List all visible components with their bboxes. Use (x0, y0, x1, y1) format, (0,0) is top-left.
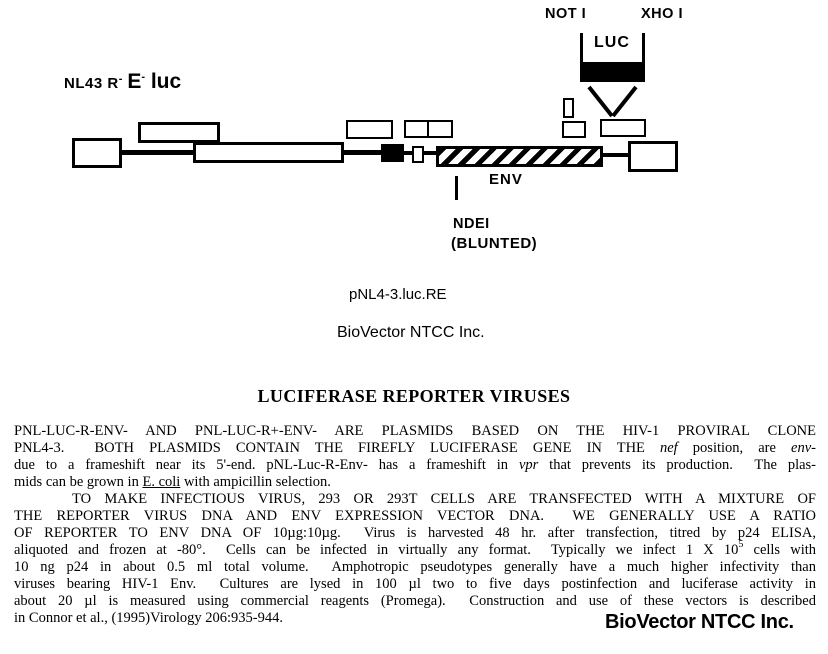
body-text-segment: 10 ng p24 in about 0.5 ml total volume. … (14, 559, 816, 575)
body-text-segment: env (791, 440, 812, 456)
luc-insertion-arrow (587, 85, 638, 118)
ndei-pointer-line (455, 176, 458, 200)
luc-bracket-left-line (580, 33, 583, 62)
vpr-mutant-black-box (381, 144, 404, 162)
construct-r-minus-sup: - (118, 73, 123, 85)
luc-gene-box (580, 62, 645, 82)
vpu-gene-box (562, 121, 586, 138)
vif-gene-box (346, 120, 393, 139)
genome-line-segment (120, 150, 195, 155)
body-text-line: in Connor et al., (1995)Virology 206:935… (14, 610, 816, 627)
body-text-segment: that prevents its production. The plas- (538, 457, 816, 473)
body-text-segment: TO MAKE INFECTIOUS VIRUS, 293 OR 293T CE… (72, 491, 816, 507)
body-text-line: aliquoted and frozen at -80°. Cells can … (14, 539, 817, 559)
five-prime-ltr-box (72, 138, 122, 168)
genome-line-segment (341, 150, 383, 155)
restriction-site-label-xhoi: XHO I (641, 6, 683, 22)
body-text: PNL-LUC-R-ENV- AND PNL-LUC-R+-ENV- ARE P… (14, 423, 816, 627)
construct-e: E (127, 70, 142, 93)
body-text-segment: nef (660, 440, 678, 456)
genome-line-segment (600, 153, 630, 157)
env-gene-hatched-box (436, 146, 603, 167)
body-text-segment: mids can be grown in (14, 474, 143, 490)
body-text-line: THE REPORTER VIRUS DNA AND ENV EXPRESSIO… (14, 508, 816, 525)
genome-line-segment (422, 151, 438, 155)
plasmid-name-caption: pNL4-3.luc.RE (349, 286, 447, 303)
body-text-line: 10 ng p24 in about 0.5 ml total volume. … (14, 559, 816, 576)
body-text-line: PNL4-3. BOTH PLASMIDS CONTAIN THE FIREFL… (14, 440, 816, 457)
body-text-line: OF REPORTER TO ENV DNA OF 10µg:10µg. Vir… (14, 525, 816, 542)
body-text-segment: about 20 µl is measured using commercial… (14, 593, 816, 609)
body-text-segment: position, are (677, 440, 792, 456)
body-text-segment: OF REPORTER TO ENV DNA OF 10µg:10µg. Vir… (14, 525, 816, 541)
company-caption: BioVector NTCC Inc. (337, 324, 485, 341)
gag-gene-box (138, 122, 220, 143)
rev-exon-small-box (563, 98, 574, 118)
body-text-line: viruses bearing HIV-1 Env. Cultures are … (14, 576, 816, 593)
env-label: ENV (489, 171, 523, 188)
body-text-segment: due to a frameshift near its 5'-end. pNL… (14, 457, 519, 473)
construct-name-prefix: NL43 R (64, 75, 119, 92)
company-watermark: BioVector NTCC Inc. (605, 611, 794, 633)
body-text-segment: cells with (743, 542, 817, 558)
body-text-line: PNL-LUC-R-ENV- AND PNL-LUC-R+-ENV- ARE P… (14, 423, 816, 440)
body-text-segment: PNL4-3. BOTH PLASMIDS CONTAIN THE FIREFL… (14, 440, 660, 456)
body-text-line: about 20 µl is measured using commercial… (14, 593, 816, 610)
body-text-segment: vpr (518, 457, 539, 473)
pol-gene-box (193, 142, 344, 163)
construct-name-label: NL43 R- E- luc (64, 70, 181, 94)
body-text-line: due to a frameshift near its 5'-end. pNL… (14, 457, 816, 474)
restriction-site-label-noti: NOT I (545, 6, 587, 22)
ndei-site-label: NDEI (453, 216, 490, 232)
construct-e-minus-sup: - (141, 71, 145, 83)
nef-gene-box (600, 119, 646, 137)
small-linker-box (412, 146, 424, 163)
body-text-segment: E. coli (142, 474, 181, 490)
blunted-label: (BLUNTED) (451, 235, 538, 252)
document-heading: LUCIFERASE REPORTER VIRUSES (257, 386, 571, 406)
luc-bracket-right-line (642, 33, 645, 62)
three-prime-ltr-box (628, 141, 678, 172)
body-text-segment: PNL-LUC-R-ENV- AND PNL-LUC-R+-ENV- ARE P… (14, 423, 816, 439)
body-text-segment: THE REPORTER VIRUS DNA AND ENV EXPRESSIO… (14, 508, 816, 524)
body-text-segment: 5 (738, 539, 744, 551)
body-text-segment: aliquoted and frozen at -80°. Cells can … (14, 542, 739, 558)
body-text-segment: viruses bearing HIV-1 Env. Cultures are … (14, 576, 816, 592)
body-text-segment: with ampicillin selection. (180, 474, 331, 490)
tat-rev-divider (427, 122, 429, 136)
body-text-segment: - (811, 440, 816, 456)
body-text-line: mids can be grown in E. coli with ampici… (14, 474, 816, 491)
tat-rev-exon-boxes (404, 120, 453, 138)
genome-line-segment (401, 151, 414, 155)
body-text-line: TO MAKE INFECTIOUS VIRUS, 293 OR 293T CE… (14, 491, 816, 508)
construct-luc: luc (145, 70, 182, 93)
body-text-segment: in Connor et al., (1995)Virology 206:935… (14, 610, 283, 626)
luc-gene-label: LUC (594, 34, 630, 51)
